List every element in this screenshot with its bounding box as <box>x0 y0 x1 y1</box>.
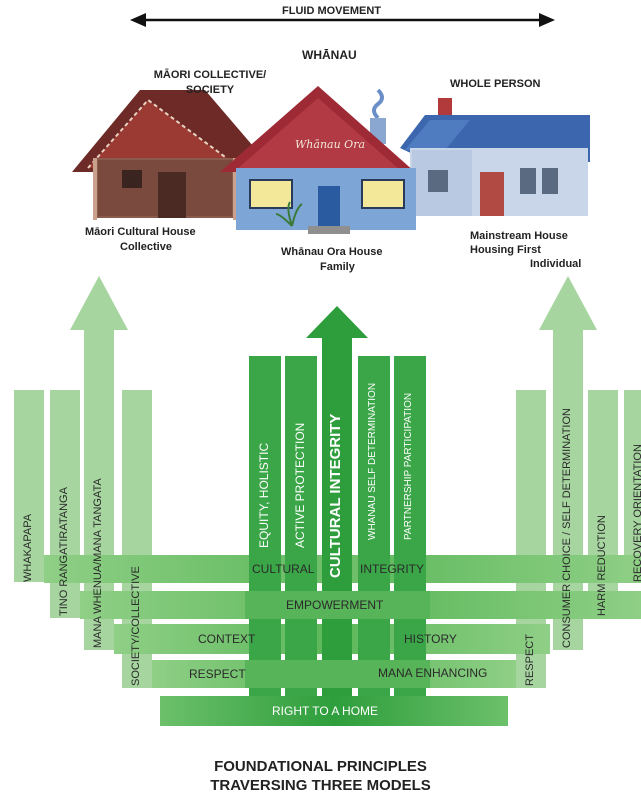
center-columns <box>249 306 426 696</box>
whanau-house-name: Whānau Ora House <box>281 246 383 258</box>
band-context: CONTEXT <box>198 632 256 646</box>
whanau-ora-sign: Whānau Ora <box>295 138 366 151</box>
label-tino-rangatiratanga: TINO RANGATIRATANGA <box>58 487 70 616</box>
band-overlays <box>245 555 430 688</box>
label-partnership-participation: PARTNERSHIP PARTICIPATION <box>403 392 414 540</box>
fluid-movement-arrow <box>130 13 555 27</box>
band-respect: RESPECT <box>189 667 246 681</box>
mainstream-house <box>400 98 590 216</box>
label-cultural-integrity: CULTURAL INTEGRITY <box>327 413 344 578</box>
label-consumer-choice: CONSUMER CHOICE / SELF DETERMINATION <box>561 408 573 648</box>
band-right-to-home: RIGHT TO A HOME <box>272 704 379 718</box>
whanau-house-type: Family <box>320 261 355 273</box>
label-equity-holistic: EQUITY, HOLISTIC <box>257 442 271 548</box>
label-whanau-self-determination: WHANAU SELF DETERMINATION <box>367 382 378 540</box>
label-active-protection: ACTIVE PROTECTION <box>293 422 307 548</box>
whanau-heading: WHĀNAU <box>302 48 357 62</box>
mainstream-house-name: Mainstream House <box>470 230 568 242</box>
label-society-collective: SOCIETY/COLLECTIVE <box>130 566 142 686</box>
label-whakapapa: WHAKAPAPA <box>22 513 34 582</box>
caption-line-1: FOUNDATIONAL PRINCIPLES <box>214 758 427 775</box>
whole-person-heading: WHOLE PERSON <box>450 78 541 90</box>
label-recovery-orientation: RECOVERY ORIENTATION <box>632 444 641 582</box>
band-empowerment: EMPOWERMENT <box>286 598 384 612</box>
label-respect-right: RESPECT <box>524 634 536 686</box>
mainstream-house-model: Housing First <box>470 244 541 256</box>
maori-house-type: Collective <box>120 241 172 253</box>
caption-line-2: TRAVERSING THREE MODELS <box>210 777 431 794</box>
band-history: HISTORY <box>404 632 457 646</box>
band-mana-enhancing: MANA ENHANCING <box>378 666 488 680</box>
mainstream-house-type: Individual <box>530 258 582 270</box>
whanau-ora-house <box>220 86 416 234</box>
maori-house-name: Māori Cultural House <box>85 226 196 238</box>
band-cultural: CULTURAL <box>252 562 315 576</box>
maori-collective-heading: MĀORI COLLECTIVE/ SOCIETY <box>153 69 267 96</box>
label-harm-reduction: HARM REDUCTION <box>596 515 608 616</box>
band-integrity: INTEGRITY <box>360 562 425 576</box>
maori-cultural-house <box>72 90 265 220</box>
fluid-movement-label: FLUID MOVEMENT <box>282 5 381 17</box>
label-mana-whenua: MANA WHENUA/MANA TANGATA <box>92 478 104 648</box>
